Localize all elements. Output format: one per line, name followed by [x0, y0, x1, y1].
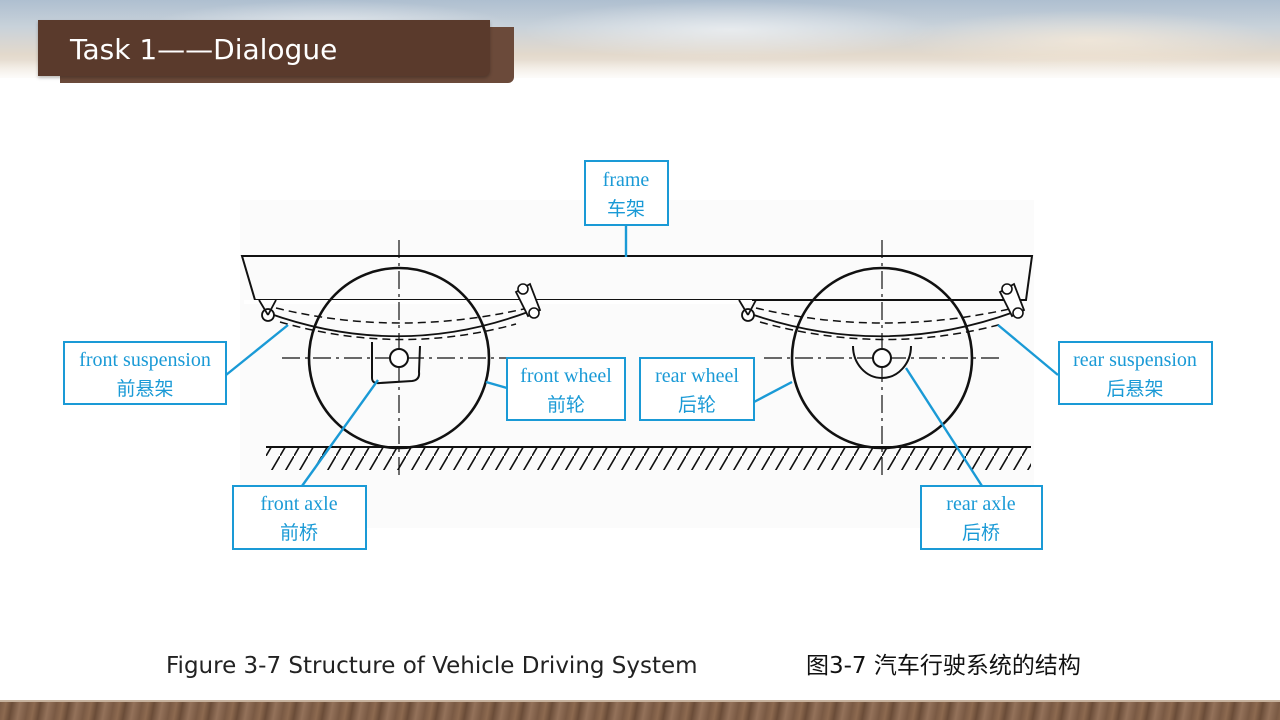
label-rear-axle-en: rear axle	[946, 493, 1016, 515]
label-texts: frame 车架 front suspension 前悬架 front whee…	[79, 169, 1197, 544]
label-frame-zh: 车架	[607, 198, 645, 220]
label-rear-axle-zh: 后桥	[962, 522, 1000, 544]
label-box-front-wheel	[506, 357, 626, 421]
leader-rear-wheel	[753, 380, 793, 404]
label-front-suspension-en: front suspension	[79, 349, 211, 371]
figure-caption-zh: 图3-7 汽车行驶系统的结构	[806, 653, 1081, 679]
cloud	[520, 0, 940, 60]
label-box-front-axle	[232, 485, 367, 550]
label-front-axle-en: front axle	[260, 493, 337, 515]
leader-lines	[225, 226, 1059, 487]
front-leaf-spring	[258, 282, 542, 341]
label-rear-wheel-zh: 后轮	[678, 394, 716, 416]
title-box	[38, 20, 490, 76]
label-front-axle-zh: 前桥	[280, 522, 318, 544]
label-box-frame	[584, 160, 669, 226]
label-frame-en: frame	[603, 169, 650, 191]
rear-wheel-drawing	[790, 266, 974, 450]
leader-rear-suspension	[997, 324, 1059, 376]
label-boxes	[63, 160, 1213, 550]
wood-floor	[0, 702, 1280, 720]
page-title: Task 1——Dialogue	[70, 33, 338, 66]
label-front-wheel-en: front wheel	[520, 365, 612, 387]
label-box-rear-axle	[920, 485, 1043, 550]
leader-front-suspension	[225, 324, 289, 376]
label-rear-wheel-en: rear wheel	[655, 365, 739, 387]
label-rear-suspension-zh: 后悬架	[1106, 378, 1163, 400]
label-front-suspension-zh: 前悬架	[116, 378, 173, 400]
leader-rear-axle	[904, 367, 984, 487]
label-rear-suspension-en: rear suspension	[1073, 349, 1197, 371]
vehicle-frame	[240, 255, 1034, 304]
label-box-rear-suspension	[1058, 341, 1213, 405]
rear-leaf-spring	[738, 282, 1026, 341]
front-wheel-drawing	[307, 266, 491, 450]
label-box-front-suspension	[63, 341, 227, 405]
figure-caption-en: Figure 3-7 Structure of Vehicle Driving …	[166, 653, 698, 679]
leader-front-axle	[301, 379, 379, 487]
label-front-wheel-zh: 前轮	[547, 394, 585, 416]
leader-front-wheel	[485, 380, 508, 390]
ground	[266, 446, 1031, 470]
label-box-rear-wheel	[639, 357, 755, 421]
floor-edge	[0, 700, 1280, 703]
